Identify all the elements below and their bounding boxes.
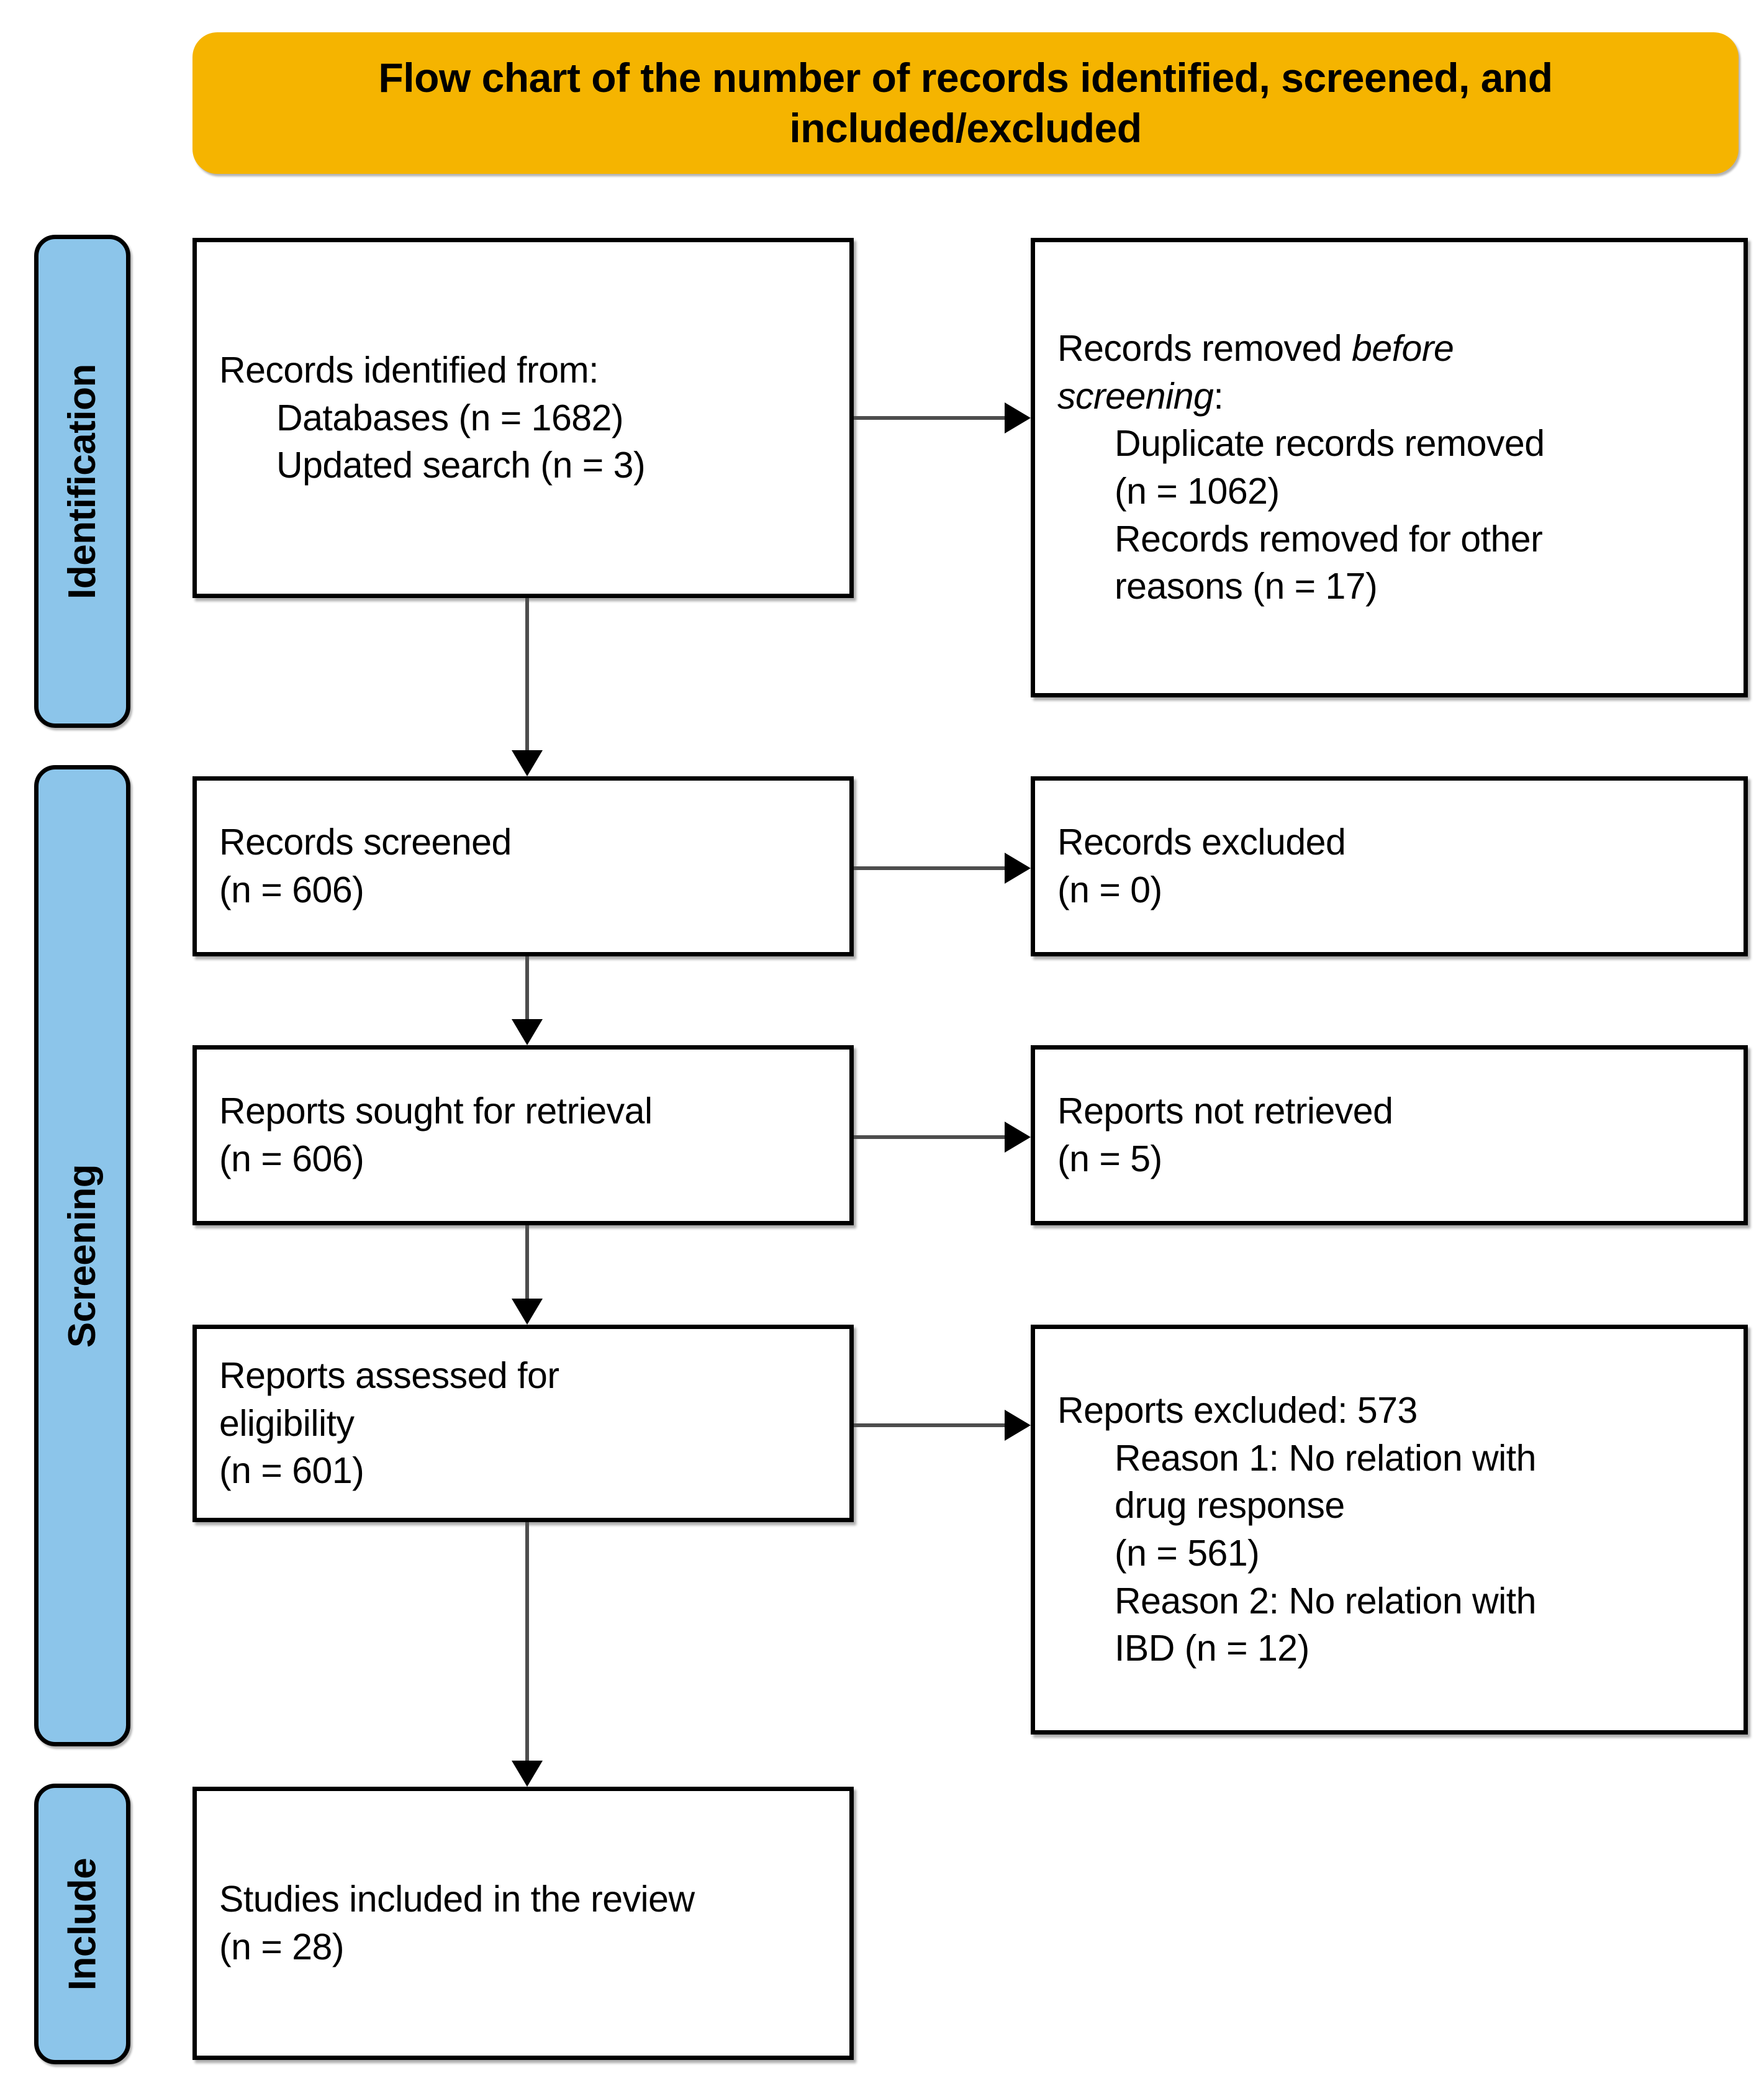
figure-title-banner: Flow chart of the number of records iden… bbox=[192, 32, 1739, 174]
reports-not-retrieved-count: (n = 5) bbox=[1057, 1138, 1162, 1179]
stage-label-screening: Screening bbox=[61, 1164, 104, 1348]
reports-excluded-reason-1-cont: drug response bbox=[1115, 1485, 1345, 1526]
box-reports-excluded-with-reasons: Reports excluded: 573 Reason 1: No relat… bbox=[1031, 1325, 1748, 1735]
arrow-head bbox=[512, 750, 543, 776]
records-excluded-count: (n = 0) bbox=[1057, 869, 1162, 910]
arrow-stem bbox=[854, 1135, 1007, 1139]
records-excluded-label: Records excluded bbox=[1057, 822, 1346, 863]
records-removed-heading-line-2: screening: bbox=[1057, 373, 1721, 420]
records-removed-duplicates-count: (n = 1062) bbox=[1115, 471, 1280, 512]
box-records-identified: Records identified from: Databases (n = … bbox=[192, 238, 854, 598]
arrow-head bbox=[1005, 1122, 1031, 1153]
records-identified-databases: Databases (n = 1682) bbox=[276, 397, 624, 438]
reports-excluded-reason-2: Reason 2: No relation with bbox=[1115, 1580, 1536, 1622]
arrow-head bbox=[512, 1761, 543, 1787]
box-reports-assessed-for-eligibility: Reports assessed for eligibility (n = 60… bbox=[192, 1325, 854, 1522]
reports-assessed-label-line-2: eligibility bbox=[219, 1402, 355, 1444]
page-title: Flow chart of the number of records iden… bbox=[378, 53, 1553, 153]
arrow-stem bbox=[525, 1522, 529, 1763]
reports-sought-label: Reports sought for retrieval bbox=[219, 1091, 653, 1132]
records-removed-heading-prefix: Records removed bbox=[1057, 327, 1352, 369]
stage-bar-identification: Identification bbox=[34, 235, 130, 728]
arrow-head bbox=[1005, 1410, 1031, 1441]
records-removed-other: Records removed for other bbox=[1115, 518, 1543, 560]
records-removed-heading-emphasis-2: screening bbox=[1057, 375, 1214, 417]
records-removed-heading-suffix: : bbox=[1213, 375, 1224, 417]
reports-excluded-reason-1-count: (n = 561) bbox=[1115, 1533, 1260, 1574]
box-records-screened: Records screened (n = 606) bbox=[192, 776, 854, 956]
stage-bar-screening: Screening bbox=[34, 765, 130, 1746]
arrow-stem bbox=[525, 1225, 529, 1301]
records-removed-heading-line-1: Records removed before bbox=[1057, 325, 1721, 373]
stage-label-include: Include bbox=[61, 1858, 104, 1990]
reports-excluded-heading: Reports excluded: 573 bbox=[1057, 1389, 1418, 1431]
records-removed-other-count: reasons (n = 17) bbox=[1115, 566, 1378, 607]
arrow-head bbox=[1005, 402, 1031, 433]
arrow-stem bbox=[854, 1423, 1007, 1427]
arrow-stem bbox=[854, 866, 1007, 870]
stage-label-identification: Identification bbox=[61, 363, 104, 599]
records-identified-updated-search: Updated search (n = 3) bbox=[276, 445, 646, 486]
title-line-2: included/excluded bbox=[789, 105, 1142, 151]
studies-included-count: (n = 28) bbox=[219, 1926, 344, 1967]
records-removed-duplicates: Duplicate records removed bbox=[1115, 423, 1545, 465]
box-records-removed-before-screening: Records removed before screening: Duplic… bbox=[1031, 238, 1748, 697]
records-removed-heading-emphasis-1: before bbox=[1352, 327, 1454, 369]
arrow-head bbox=[512, 1299, 543, 1325]
reports-assessed-count: (n = 601) bbox=[219, 1450, 364, 1492]
arrow-head bbox=[512, 1019, 543, 1045]
records-screened-label: Records screened bbox=[219, 822, 512, 863]
box-records-excluded: Records excluded (n = 0) bbox=[1031, 776, 1748, 956]
records-identified-heading: Records identified from: bbox=[219, 349, 599, 391]
box-reports-not-retrieved: Reports not retrieved (n = 5) bbox=[1031, 1045, 1748, 1225]
box-studies-included-in-review: Studies included in the review (n = 28) bbox=[192, 1787, 854, 2060]
reports-not-retrieved-label: Reports not retrieved bbox=[1057, 1091, 1393, 1132]
reports-excluded-reason-2-count: IBD (n = 12) bbox=[1115, 1628, 1309, 1669]
reports-sought-count: (n = 606) bbox=[219, 1138, 364, 1179]
arrow-stem bbox=[525, 598, 529, 753]
studies-included-label: Studies included in the review bbox=[219, 1879, 695, 1920]
title-line-1: Flow chart of the number of records iden… bbox=[378, 55, 1553, 101]
stage-bar-include: Include bbox=[34, 1784, 130, 2064]
arrow-stem bbox=[525, 956, 529, 1022]
reports-assessed-label-line-1: Reports assessed for bbox=[219, 1354, 559, 1396]
records-screened-count: (n = 606) bbox=[219, 869, 364, 910]
arrow-stem bbox=[854, 416, 1007, 420]
arrow-head bbox=[1005, 853, 1031, 884]
box-reports-sought-for-retrieval: Reports sought for retrieval (n = 606) bbox=[192, 1045, 854, 1225]
reports-excluded-reason-1: Reason 1: No relation with bbox=[1115, 1437, 1536, 1479]
